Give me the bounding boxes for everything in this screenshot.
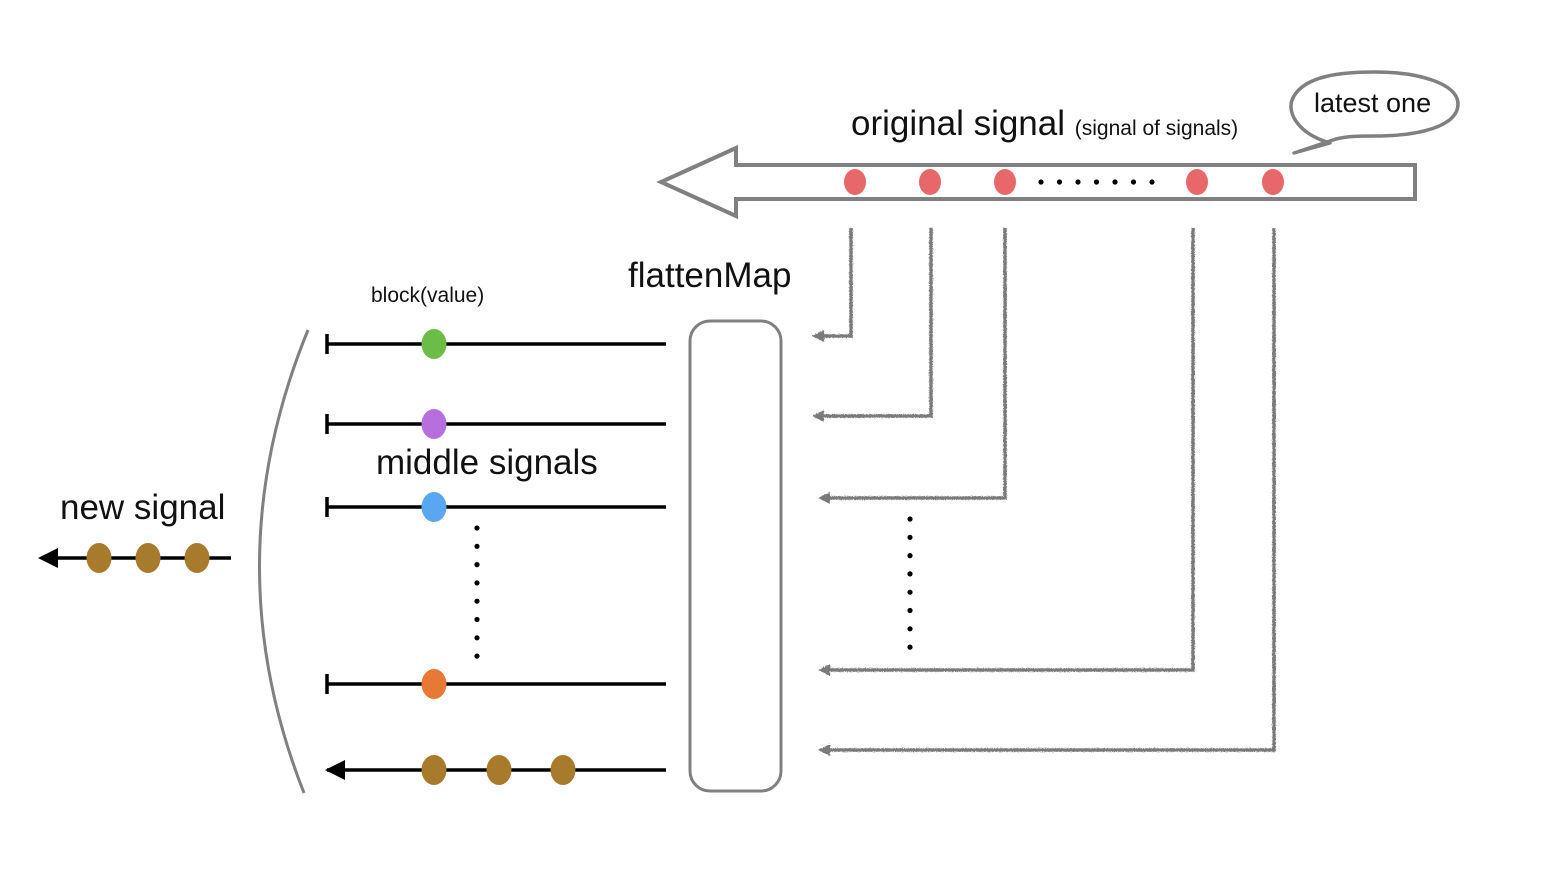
ellipsis-dot [474,635,480,641]
ellipsis-dot [474,653,480,659]
connector-arrowhead-2 [812,410,824,422]
original-signal-label: original signal [851,104,1066,143]
ellipsis-dot [907,571,913,577]
middle-signal-4 [325,669,666,699]
ellipsis-dot [907,626,913,632]
flattenmap-box [688,319,783,793]
signal-event [421,755,447,785]
new-signal-event-2 [135,543,161,573]
ellipsis-dot [907,553,913,559]
latest-one-bubble [1289,70,1460,155]
flattenmap-label: flattenMap [628,256,792,295]
original-signal-events [844,169,1284,195]
ellipsis-dot [1149,179,1155,185]
original-event-4 [1186,169,1208,195]
middle-signals-ellipsis [474,525,480,659]
ellipsis-dot [1056,179,1063,185]
grouping-bracket [258,329,310,794]
middle-signal-3 [325,492,666,522]
new-signal-arrowhead [38,548,58,568]
signal-event [550,755,576,785]
new-signal [38,543,231,573]
middle-signals-label: middle signals [376,443,598,482]
signal-event [486,755,512,785]
ellipsis-dot [1038,179,1044,185]
original-signal-note: (signal of signals) [1074,117,1239,140]
connector-arrowhead-5 [818,744,830,756]
signal-event [421,492,447,522]
connector-line-4 [828,228,1195,672]
connector-line-3 [828,228,1007,500]
signal-event [421,409,447,439]
original-event-1 [844,169,866,195]
new-signal-label: new signal [60,488,226,527]
original-signal-title: original signal (signal of signals) [851,104,1238,144]
signal-event [421,669,447,699]
original-event-2 [919,169,941,195]
latest-one-label: latest one [1314,88,1432,118]
ellipsis-dot [1093,179,1100,185]
connector-ellipsis [907,516,913,650]
ellipsis-dot [907,534,913,540]
block-value-label: block(value) [371,284,485,307]
connector-arrowhead-4 [818,664,830,676]
ellipsis-dot [474,543,480,549]
event-connectors [812,228,1276,756]
new-signal-event-3 [184,543,210,573]
ellipsis-dot [1112,179,1118,185]
original-event-3 [994,169,1016,195]
connector-arrowhead-1 [812,330,824,342]
connector-line-5 [828,228,1276,752]
ellipsis-dot [907,589,913,595]
signal-arrowhead [325,760,345,780]
signal-event [421,329,447,359]
connector-line-2 [822,228,933,418]
ellipsis-dot [474,525,480,531]
new-signal-event-1 [86,543,112,573]
ellipsis-dot [474,616,480,623]
ellipsis-dot [907,644,913,650]
ellipsis-dot [474,580,480,586]
connector-arrowhead-3 [818,492,830,504]
ellipsis-dot [1075,179,1081,185]
original-event-5 [1262,169,1284,195]
original-signal-arrow [656,144,1417,220]
ellipsis-dot [474,562,480,568]
middle-signal-5 [325,755,666,785]
middle-signal-1 [325,329,666,359]
ellipsis-dot [907,607,913,614]
middle-signals [325,329,666,785]
connector-line-1 [822,228,853,338]
middle-signal-2 [325,409,666,439]
original-signal-ellipsis [1038,179,1155,185]
ellipsis-dot [1130,179,1137,185]
ellipsis-dot [907,516,913,522]
ellipsis-dot [474,598,480,604]
